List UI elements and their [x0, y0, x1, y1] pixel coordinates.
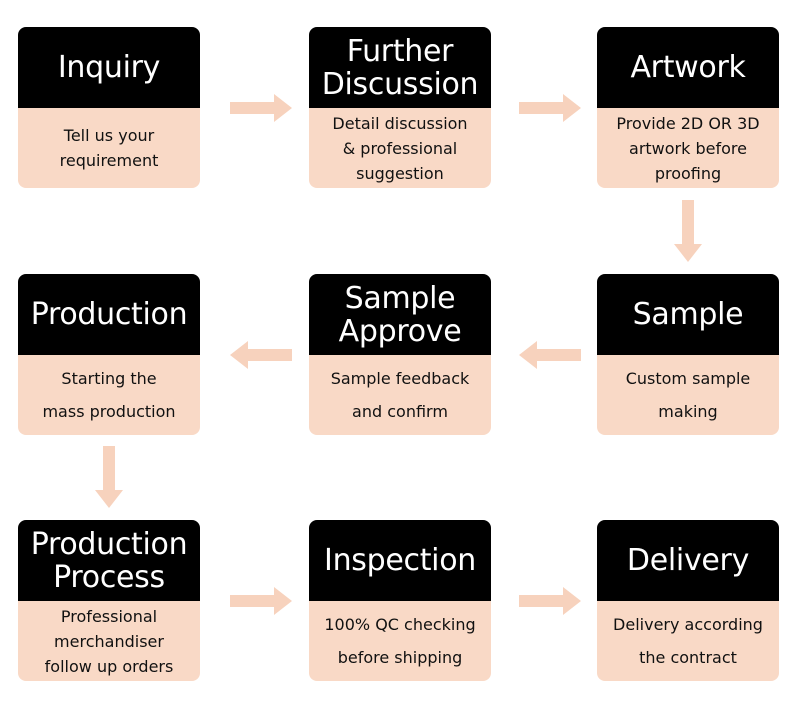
- step-desc-box: Detail discussion & professional suggest…: [309, 108, 491, 188]
- step-title-box: Sample: [597, 274, 779, 355]
- step-description: Detail discussion & professional suggest…: [332, 113, 468, 183]
- step-desc-box: Sample feedback and confirm: [309, 355, 491, 435]
- step-title: Production Process: [30, 526, 188, 595]
- step-title: Inspection: [324, 543, 476, 578]
- step-production: Production Starting the mass production: [18, 274, 200, 435]
- step-title: Sample: [632, 297, 744, 332]
- step-description: Tell us your requirement: [59, 126, 159, 170]
- step-desc-box: 100% QC checking before shipping: [309, 601, 491, 681]
- step-desc-box: Provide 2D OR 3D artwork before proofing: [597, 108, 779, 188]
- step-title-box: Production Process: [18, 520, 200, 601]
- step-inspection: Inspection 100% QC checking before shipp…: [309, 520, 491, 681]
- step-title: Production: [30, 297, 188, 332]
- step-desc-box: Custom sample making: [597, 355, 779, 435]
- step-desc-box: Tell us your requirement: [18, 108, 200, 188]
- right-arrow-icon: [519, 587, 581, 615]
- step-description: Delivery according the contract: [613, 615, 763, 667]
- step-title: Delivery: [626, 543, 750, 578]
- right-arrow-icon: [519, 94, 581, 122]
- right-arrow-icon: [230, 94, 292, 122]
- step-title: Artwork: [630, 50, 746, 85]
- step-title-box: Artwork: [597, 27, 779, 108]
- step-desc-box: Starting the mass production: [18, 355, 200, 435]
- step-title: Sample Approve: [338, 280, 462, 349]
- step-title-box: Inquiry: [18, 27, 200, 108]
- step-inquiry: Inquiry Tell us your requirement: [18, 27, 200, 188]
- step-further-discussion: Further Discussion Detail discussion & p…: [309, 27, 491, 188]
- step-production-process: Production Process Professional merchand…: [18, 520, 200, 681]
- down-arrow-icon: [674, 200, 702, 262]
- step-title-box: Sample Approve: [309, 274, 491, 355]
- step-delivery: Delivery Delivery according the contract: [597, 520, 779, 681]
- step-description: Sample feedback and confirm: [330, 369, 470, 421]
- step-desc-box: Delivery according the contract: [597, 601, 779, 681]
- step-title-box: Inspection: [309, 520, 491, 601]
- right-arrow-icon: [230, 587, 292, 615]
- step-sample-approve: Sample Approve Sample feedback and confi…: [309, 274, 491, 435]
- step-title-box: Further Discussion: [309, 27, 491, 108]
- step-description: Starting the mass production: [42, 369, 176, 421]
- step-description: Provide 2D OR 3D artwork before proofing: [616, 113, 760, 183]
- step-title: Inquiry: [57, 50, 161, 85]
- step-description: Professional merchandiser follow up orde…: [44, 606, 174, 676]
- step-sample: Sample Custom sample making: [597, 274, 779, 435]
- step-desc-box: Professional merchandiser follow up orde…: [18, 601, 200, 681]
- step-title: Further Discussion: [321, 33, 479, 102]
- step-description: 100% QC checking before shipping: [324, 615, 476, 667]
- step-title-box: Delivery: [597, 520, 779, 601]
- step-artwork: Artwork Provide 2D OR 3D artwork before …: [597, 27, 779, 188]
- step-title-box: Production: [18, 274, 200, 355]
- left-arrow-icon: [230, 341, 292, 369]
- step-description: Custom sample making: [625, 369, 751, 421]
- left-arrow-icon: [519, 341, 581, 369]
- down-arrow-icon: [95, 446, 123, 508]
